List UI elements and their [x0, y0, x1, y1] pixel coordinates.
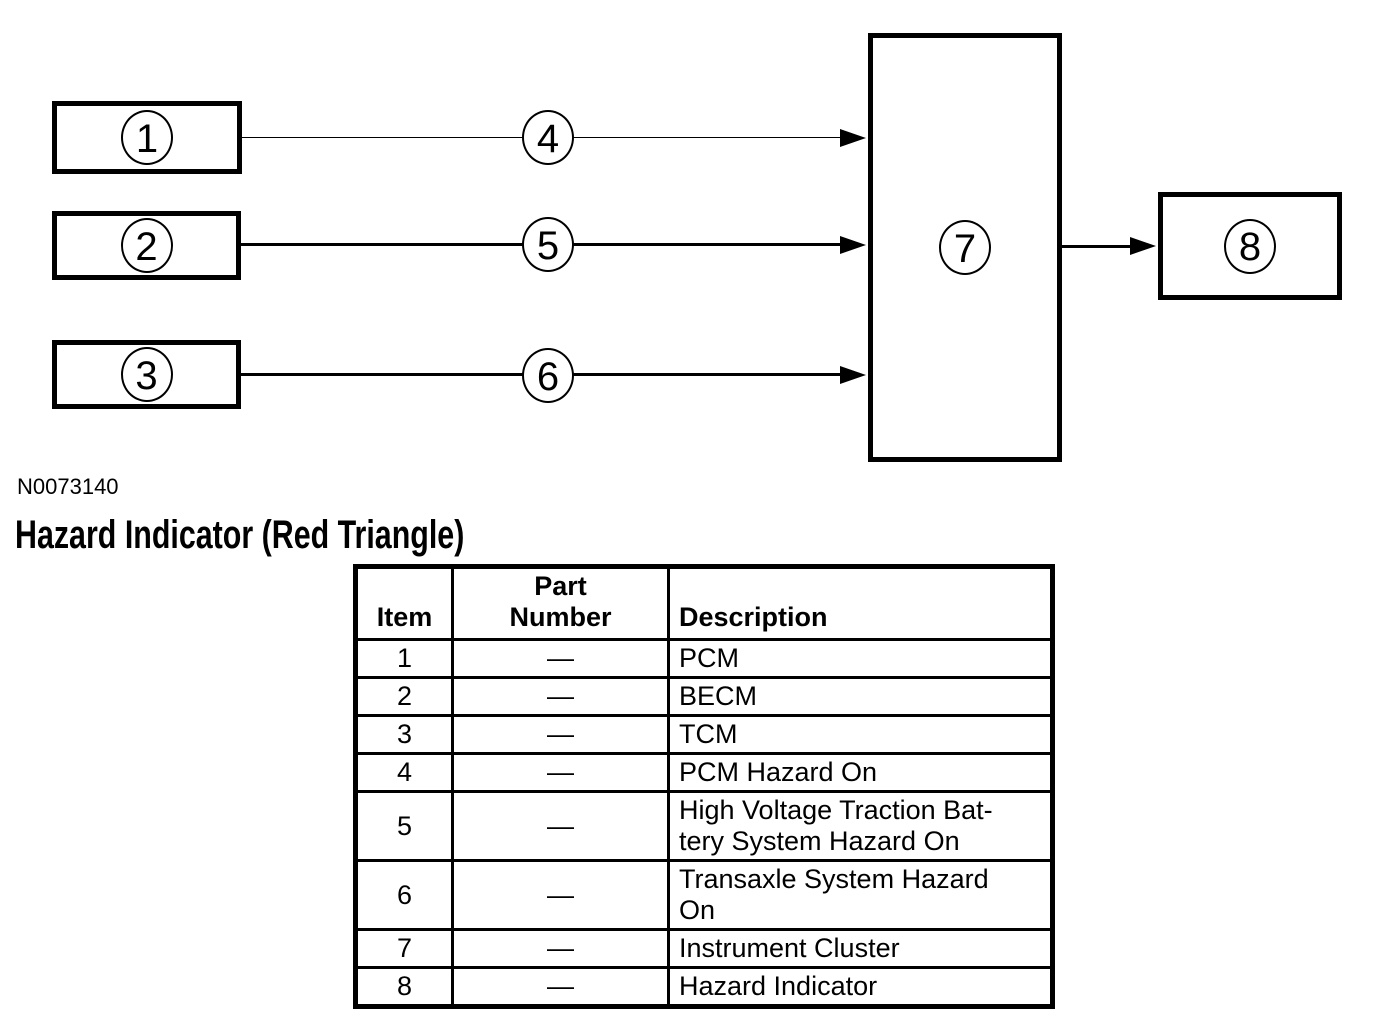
cell-part-number: —: [451, 928, 670, 969]
callout-4: 4: [522, 110, 574, 165]
cell-item: 2: [354, 676, 454, 717]
callout-7-label: 7: [953, 226, 977, 271]
col-header-description: Description: [667, 565, 1054, 641]
diagram-box-instrument-cluster: 7: [868, 33, 1062, 462]
connector-line-7-to-8: [1062, 245, 1132, 248]
diagram-box-becm: 2: [52, 211, 241, 280]
callout-8-label: 8: [1238, 225, 1262, 269]
callout-1: 1: [121, 110, 173, 165]
table-row: 5 — High Voltage Traction Bat- tery Syst…: [354, 790, 1054, 862]
callout-5: 5: [522, 217, 574, 272]
arrowhead-icon: [1130, 237, 1156, 255]
cell-item: 8: [354, 966, 454, 1008]
cell-item: 4: [354, 752, 454, 793]
table-row: 4 — PCM Hazard On: [354, 752, 1054, 793]
cell-item: 5: [354, 790, 454, 862]
cell-description: PCM Hazard On: [667, 752, 1054, 793]
col-header-item: Item: [354, 565, 454, 641]
cell-description: TCM: [667, 714, 1054, 755]
cell-description: Hazard Indicator: [667, 966, 1054, 1008]
parts-table: Item Part Number Description 1 — PCM 2 —…: [353, 564, 1055, 1009]
cell-part-number: —: [451, 859, 670, 931]
cell-item: 6: [354, 859, 454, 931]
table-row: 2 — BECM: [354, 676, 1054, 717]
diagram-box-pcm: 1: [52, 101, 242, 174]
callout-6: 6: [522, 348, 574, 403]
figure-id: N0073140: [17, 474, 119, 499]
cell-description: Instrument Cluster: [667, 928, 1054, 969]
callout-5-label: 5: [536, 223, 560, 268]
page-title: Hazard Indicator (Red Triangle): [15, 513, 465, 557]
callout-7: 7: [939, 220, 991, 275]
table-row: 6 — Transaxle System Hazard On: [354, 859, 1054, 931]
arrowhead-icon: [840, 129, 866, 147]
callout-3: 3: [120, 347, 173, 402]
diagram-box-tcm: 3: [52, 340, 241, 409]
cell-description: High Voltage Traction Bat- tery System H…: [667, 790, 1054, 862]
arrowhead-icon: [840, 236, 866, 254]
cell-item: 7: [354, 928, 454, 969]
cell-description: Transaxle System Hazard On: [667, 859, 1054, 931]
callout-6-label: 6: [536, 354, 560, 399]
cell-part-number: —: [451, 676, 670, 717]
table-row: 8 — Hazard Indicator: [354, 966, 1054, 1008]
callout-3-label: 3: [135, 353, 158, 398]
cell-item: 3: [354, 714, 454, 755]
table-header-row: Item Part Number Description: [354, 565, 1054, 641]
cell-part-number: —: [451, 790, 670, 862]
callout-2-label: 2: [135, 224, 158, 269]
callout-4-label: 4: [536, 116, 560, 161]
cell-part-number: —: [451, 966, 670, 1008]
callout-2: 2: [120, 218, 173, 273]
arrowhead-icon: [840, 366, 866, 384]
callout-8: 8: [1224, 218, 1276, 274]
cell-description: BECM: [667, 676, 1054, 717]
table-row: 3 — TCM: [354, 714, 1054, 755]
diagram-box-hazard-indicator: 8: [1158, 192, 1342, 300]
cell-part-number: —: [451, 638, 670, 679]
table-row: 1 — PCM: [354, 638, 1054, 679]
callout-1-label: 1: [135, 116, 159, 161]
table-row: 7 — Instrument Cluster: [354, 928, 1054, 969]
cell-description: PCM: [667, 638, 1054, 679]
col-header-part-number: Part Number: [451, 565, 670, 641]
cell-part-number: —: [451, 714, 670, 755]
cell-part-number: —: [451, 752, 670, 793]
cell-item: 1: [354, 638, 454, 679]
